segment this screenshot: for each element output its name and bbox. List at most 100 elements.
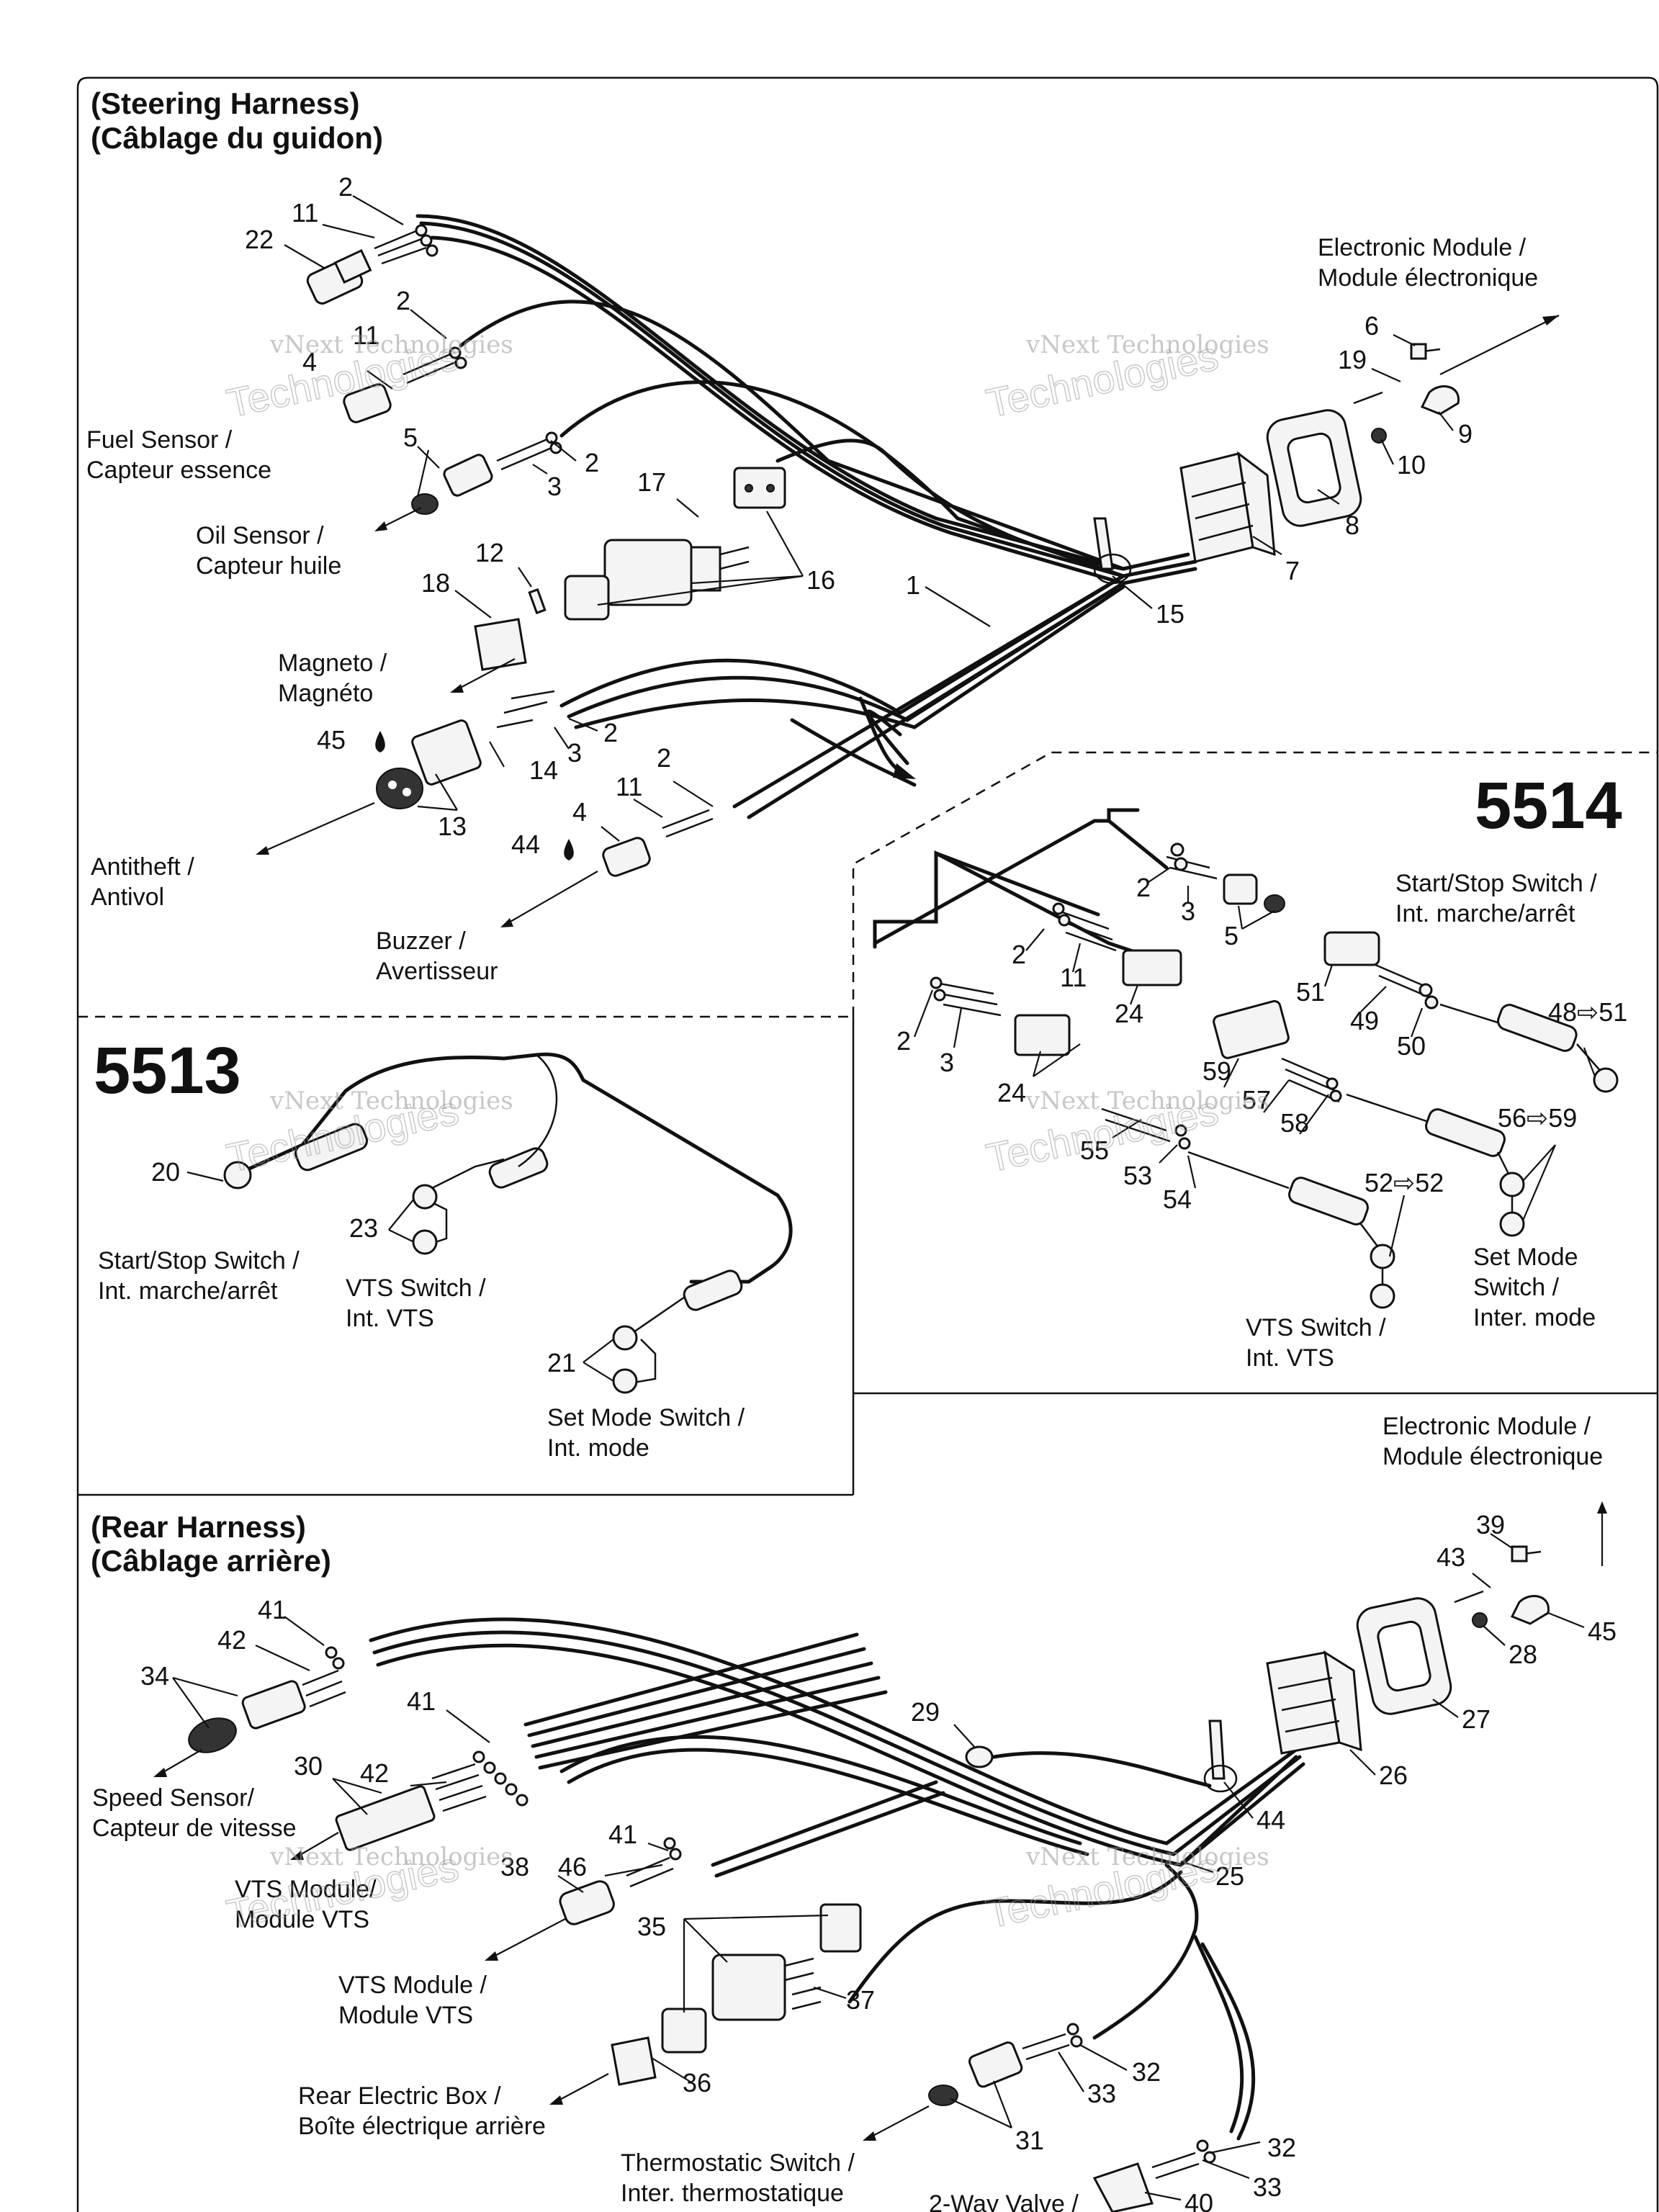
connector-13-antitheft: [376, 690, 555, 809]
callout-33: 33: [1253, 2172, 1282, 2202]
label-vts-switch: VTS Switch /: [1246, 1314, 1386, 1341]
callout-11: 11: [616, 772, 642, 801]
callout-4: 4: [572, 797, 587, 827]
callout-52-52: 52⇨52: [1364, 1168, 1444, 1197]
callout-12: 12: [475, 538, 504, 567]
label-magneto: Magneto /: [278, 649, 387, 677]
callout-10: 10: [1397, 450, 1426, 480]
callout-11: 11: [292, 198, 318, 228]
callout-26: 26: [1379, 1761, 1408, 1790]
watermark: vNext Technologies: [1025, 331, 1269, 359]
callout-24: 24: [997, 1078, 1026, 1107]
ref-5514: 5514: [1475, 769, 1622, 842]
droplet-icon: [375, 731, 385, 752]
label-oil-sensor: Oil Sensor /: [196, 522, 324, 549]
callout-34: 34: [140, 1661, 169, 1691]
label-vts-module-fr: Module VTS: [338, 2002, 473, 2029]
callout-5: 5: [1224, 921, 1238, 950]
label-vts-switch: VTS Switch /: [346, 1274, 486, 1302]
callout-3: 3: [1181, 896, 1195, 926]
label-fuel-sensor-fr: Capteur essence: [86, 457, 271, 484]
steering-title-en: (Steering Harness): [91, 86, 359, 120]
steering-labels: Electronic Module / Module électronique …: [86, 234, 1538, 985]
callout-2: 2: [585, 448, 599, 477]
label-vts-module: VTS Module/: [235, 1876, 377, 1903]
label-electronic-module-fr: Module électronique: [1318, 264, 1538, 292]
callout-20: 20: [151, 1157, 180, 1187]
callout-54: 54: [1163, 1184, 1192, 1214]
callout-42: 42: [360, 1758, 389, 1788]
label-antitheft-fr: Antivol: [91, 884, 164, 911]
section-5514: [873, 808, 1619, 1309]
connector-34-speed: [188, 1646, 346, 1753]
label-start-stop-switch-fr: Int. marche/arrêt: [98, 1277, 278, 1305]
rear-harness-wires: [369, 1617, 1305, 2141]
section-5514-leaders: [913, 867, 1596, 1257]
label-antitheft: Antitheft /: [91, 853, 194, 881]
callout-41: 41: [407, 1686, 436, 1716]
label-set-mode-switch: Switch /: [1473, 1274, 1560, 1301]
callout-37: 37: [846, 1985, 875, 2015]
callout-11: 11: [353, 320, 379, 350]
steering-callouts: 2 11 22 2 11 4 5 2 3 17 16 12 18 1 15 7 …: [245, 172, 1473, 860]
connector-26-module: [1266, 1650, 1362, 1755]
frames: [76, 76, 1659, 2212]
callout-25: 25: [1215, 1861, 1244, 1891]
callout-43: 43: [1437, 1542, 1465, 1572]
callout-59: 59: [1202, 1056, 1231, 1086]
callout-56-59: 56⇨59: [1498, 1103, 1577, 1133]
callout-30: 30: [294, 1751, 323, 1781]
callout-19: 19: [1338, 345, 1367, 374]
watermark: vNext Technologies: [1025, 1843, 1269, 1871]
callout-3: 3: [940, 1048, 954, 1077]
label-fuel-sensor: Fuel Sensor /: [86, 426, 233, 454]
connector-22: [306, 248, 372, 305]
label-vts-module: VTS Module /: [338, 1972, 487, 1999]
callout-32: 32: [1132, 2057, 1161, 2087]
rear-labels: Electronic Module / Module électronique …: [92, 1413, 1603, 2212]
connector-4-fuel: [343, 346, 467, 423]
callout-55: 55: [1080, 1136, 1109, 1165]
label-magneto-fr: Magnéto: [278, 680, 373, 707]
label-buzzer: Buzzer /: [376, 927, 466, 955]
label-set-mode-switch-fr: Int. mode: [547, 1434, 649, 1462]
callout-31: 31: [1015, 2126, 1044, 2155]
label-thermostatic-switch: Thermostatic Switch /: [621, 2149, 855, 2177]
terminals-11-2-top: [374, 224, 439, 265]
callout-9: 9: [1458, 419, 1473, 449]
callout-46: 46: [558, 1852, 587, 1881]
droplet-icon: [564, 839, 574, 860]
fasteners-6-9-10-19: [1353, 343, 1460, 444]
label-thermostatic-switch-fr: Inter. thermostatique: [621, 2180, 844, 2207]
steering-harness-wires: [415, 214, 1197, 819]
callout-1: 1: [906, 570, 920, 600]
callout-58: 58: [1280, 1108, 1309, 1138]
label-set-mode-switch: Set Mode Switch /: [547, 1404, 745, 1431]
callout-2: 2: [896, 1026, 911, 1056]
callout-44: 44: [511, 830, 540, 859]
label-start-stop-switch: Start/Stop Switch /: [98, 1247, 300, 1274]
section-5513: [186, 1052, 793, 1394]
label-vts-switch-fr: Int. VTS: [346, 1305, 434, 1332]
steering-arrows: [256, 315, 1560, 927]
callout-33: 33: [1087, 2079, 1116, 2108]
callout-14: 14: [529, 755, 558, 785]
callout-41: 41: [258, 1595, 287, 1624]
label-two-way-valve: 2-Way Valve /: [929, 2190, 1079, 2212]
plate-18-magneto: [474, 588, 547, 671]
callout-6: 6: [1364, 311, 1379, 341]
callout-11: 11: [1060, 963, 1087, 992]
callout-2: 2: [603, 718, 618, 747]
callout-49: 49: [1350, 1006, 1379, 1035]
callout-16: 16: [806, 565, 835, 595]
callout-57: 57: [1242, 1085, 1271, 1115]
watermark: vNext Technologies: [269, 1843, 513, 1871]
label-electronic-module-fr: Module électronique: [1382, 1443, 1603, 1470]
label-speed-sensor: Speed Sensor/: [92, 1784, 254, 1812]
callout-23: 23: [349, 1213, 378, 1243]
callout-40: 40: [1184, 2188, 1213, 2212]
label-electronic-module: Electronic Module /: [1318, 234, 1527, 261]
connector-16: [564, 467, 786, 621]
connector-5-oil: [411, 431, 562, 515]
